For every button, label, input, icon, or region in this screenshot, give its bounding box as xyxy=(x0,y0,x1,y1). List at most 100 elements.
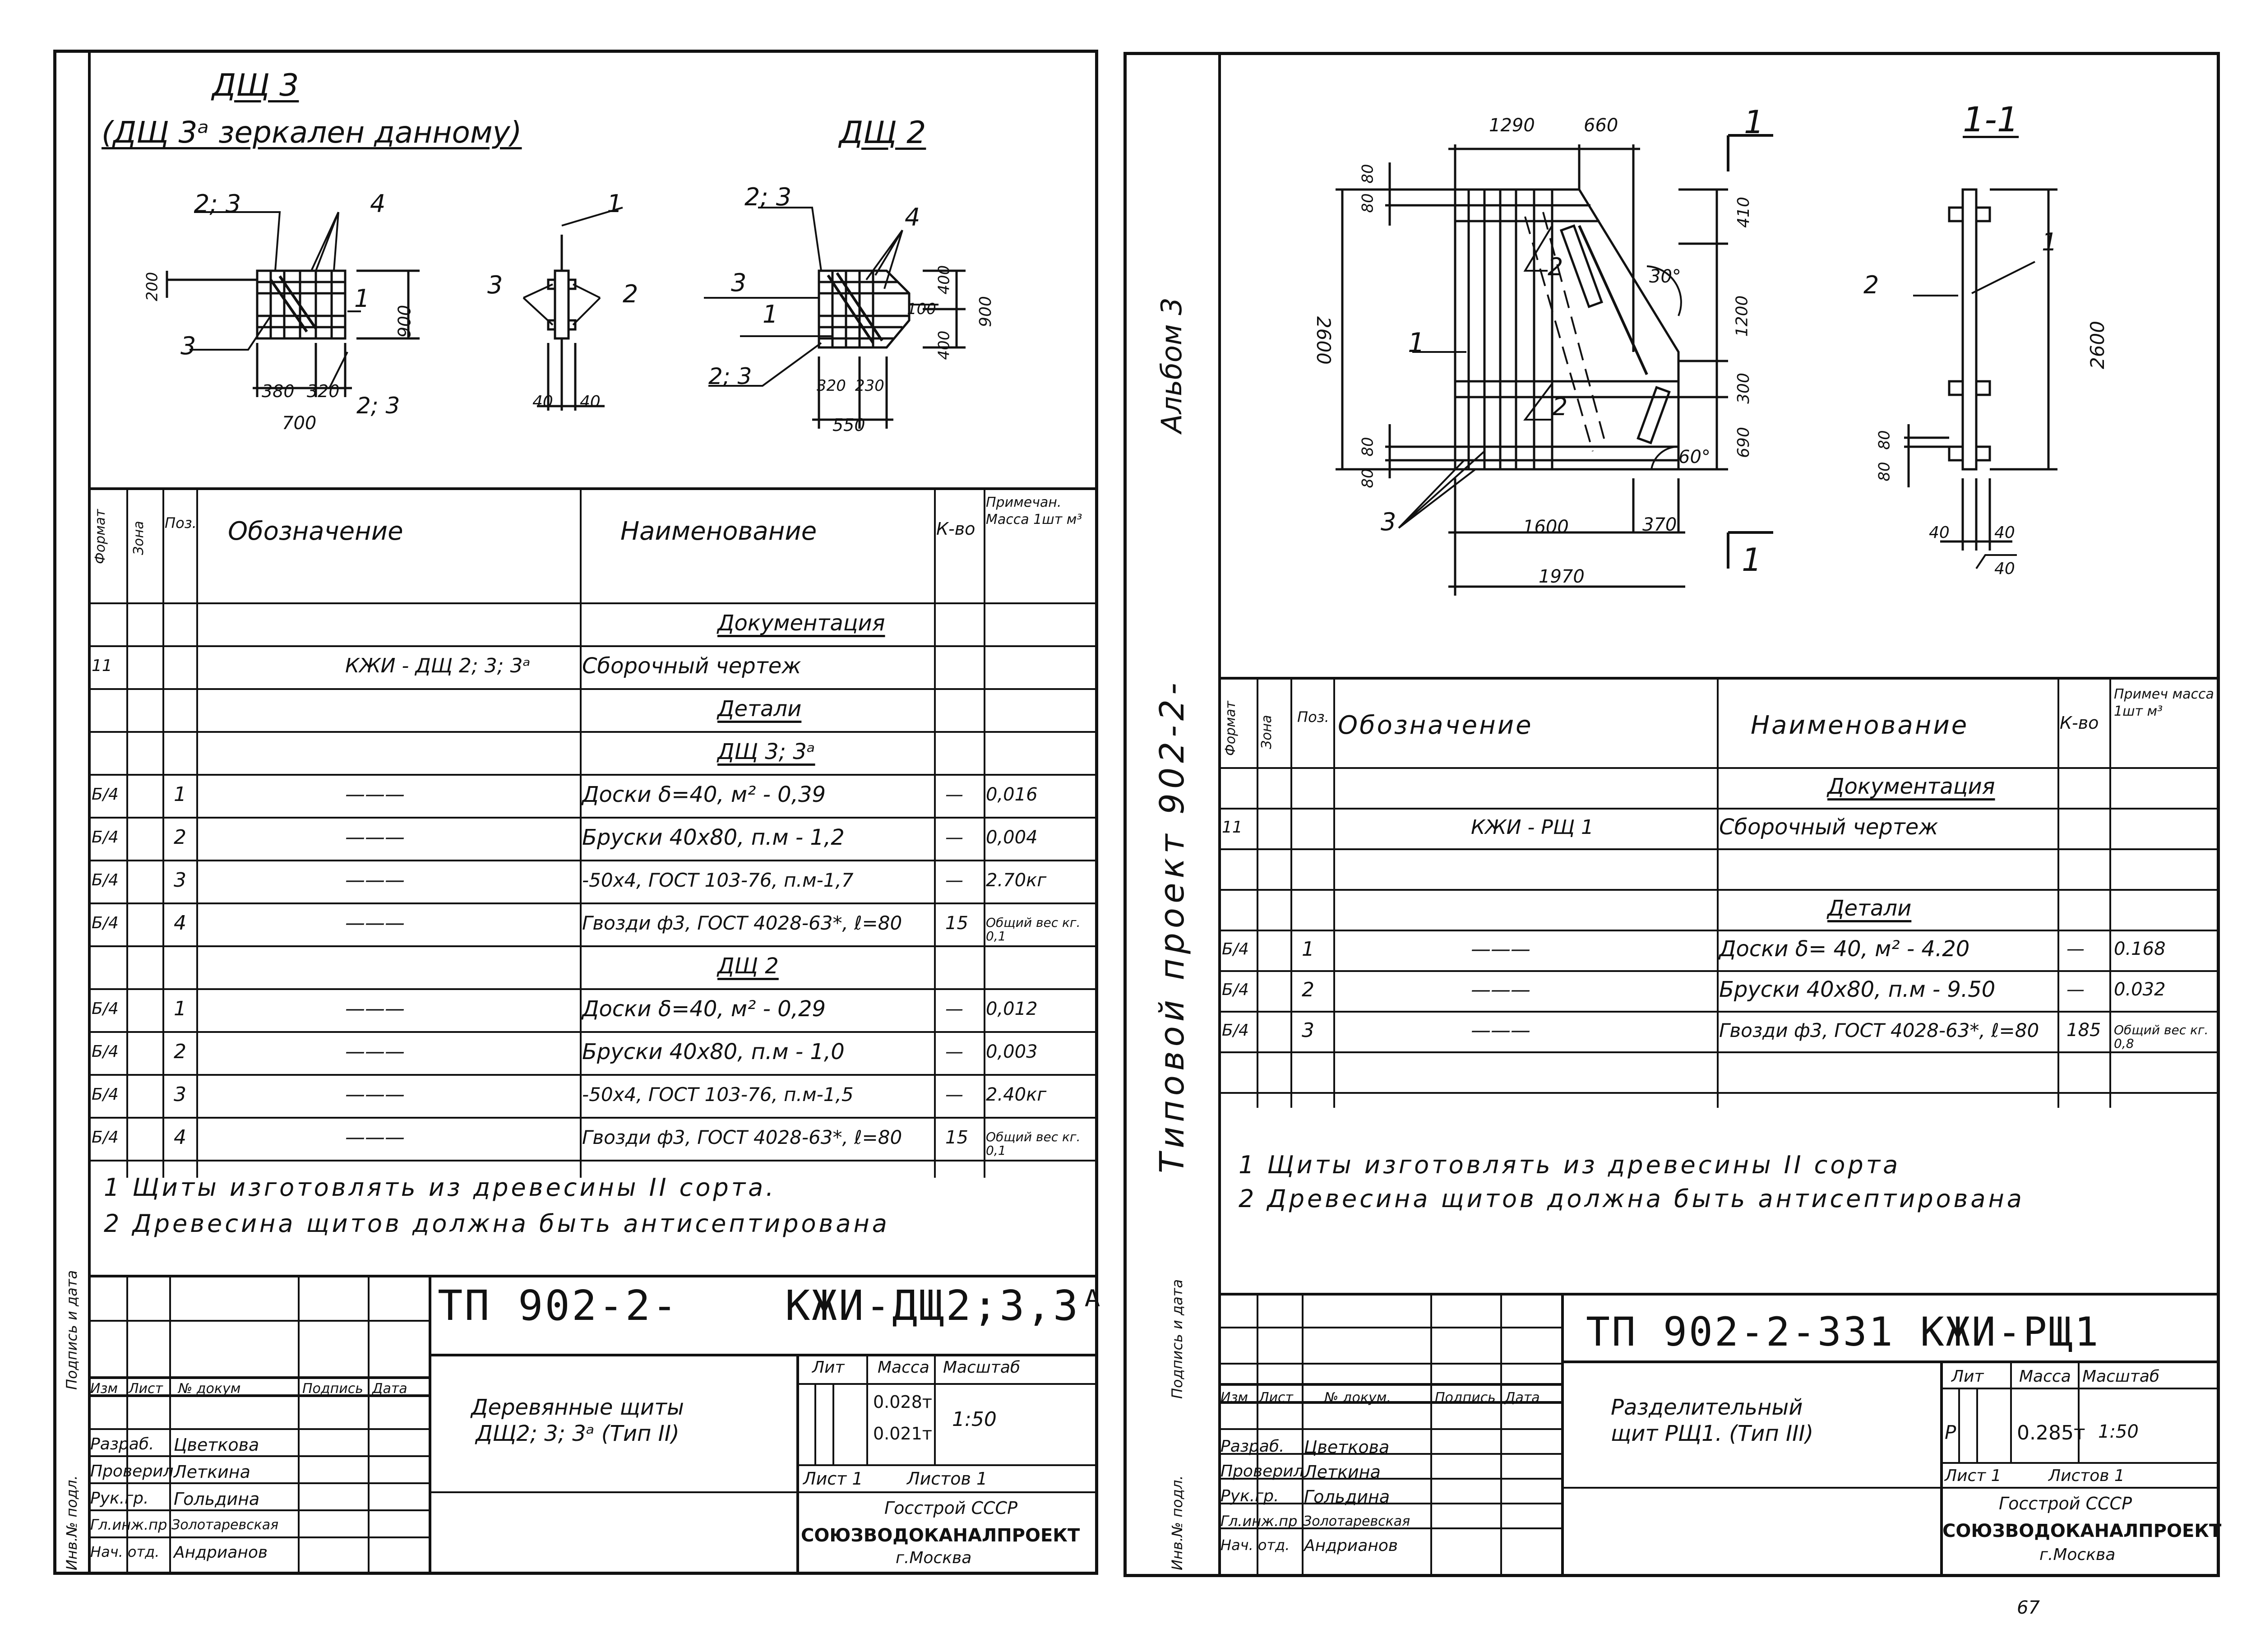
left-hdr-zone: Зона xyxy=(131,521,147,555)
sec-dim-40c: 40 xyxy=(1994,560,2015,578)
table-cell-des: ——— xyxy=(345,912,405,935)
table-cell-des: ——— xyxy=(1471,978,1530,1001)
table-cell-name: Бруски 40х80, п.м - 9.50 xyxy=(1719,977,1996,1002)
left-sheet xyxy=(53,50,1098,1575)
table-cell-f: Б/4 xyxy=(92,914,119,932)
dsh3-dim-380: 380 xyxy=(262,381,295,401)
left-stamp-hdr-izm: Изм xyxy=(90,1381,118,1397)
left-stamp-hdr-doc: № докум xyxy=(178,1381,241,1397)
table-row-line xyxy=(1218,1051,2220,1053)
left-hdr-format: Формат xyxy=(92,509,108,564)
left-stamp-sheets: Листов 1 xyxy=(907,1469,988,1489)
table-cell-name: ДЩ 2 xyxy=(717,953,779,979)
table-cell-f: Б/4 xyxy=(92,1000,119,1018)
dsh2-dim-550: 550 xyxy=(832,415,865,435)
left-stamp-role-1: Проверил xyxy=(90,1462,174,1481)
table-cell-note: Общий вес кг. 0,1 xyxy=(986,915,1081,944)
left-stamp-org3: г.Москва xyxy=(896,1549,972,1567)
table-cell-f: Б/4 xyxy=(92,1128,119,1147)
right-hdr-qty: К-во xyxy=(2060,713,2099,733)
right-note-1: 1 Щиты изготовлять из древесины II сорта xyxy=(1239,1151,1901,1179)
right-stamp-scale: Масштаб xyxy=(2082,1367,2160,1386)
table-cell-pos: 3 xyxy=(1302,1018,1314,1042)
right-sheet xyxy=(1123,52,2220,1577)
rd-angle-30: 30° xyxy=(1649,266,1681,287)
table-cell-pos: 3 xyxy=(174,1083,186,1106)
table-cell-f: Б/4 xyxy=(1222,1021,1249,1040)
rd-dim-80d: 80 xyxy=(1359,468,1377,488)
table-cell-des: ——— xyxy=(345,1040,405,1063)
table-cell-note: 0,004 xyxy=(986,827,1038,848)
sec-dim-2600: 2600 xyxy=(2086,321,2108,369)
left-stamp-mass: Масса xyxy=(878,1358,929,1377)
table-cell-qty: — xyxy=(945,784,963,805)
right-stamp xyxy=(1218,1293,2220,1577)
left-title-dsh2: ДЩ 2 xyxy=(839,115,926,151)
sec-dim-40b: 40 xyxy=(1994,523,2015,542)
table-cell-name: Гвозди ф3, ГОСТ 4028-63*, ℓ=80 xyxy=(582,912,902,935)
dsh2-dim-900: 900 xyxy=(976,296,995,327)
table-cell-f: Б/4 xyxy=(92,871,119,889)
table-cell-note: 0.168 xyxy=(2114,939,2166,959)
table-row-line xyxy=(1218,930,2220,931)
table-cell-name: Гвозди ф3, ГОСТ 4028-63*, ℓ=80 xyxy=(1719,1019,2039,1041)
table-cell-pos: 1 xyxy=(1302,937,1314,961)
table-cell-f: Б/4 xyxy=(1222,939,1249,958)
right-stamp-role-2: Рук.гр. xyxy=(1220,1487,1279,1505)
dsh2-dim-100: 100 xyxy=(907,300,936,318)
right-stamp-name-2: Гольдина xyxy=(1304,1487,1390,1507)
dsh2-dim-400b: 400 xyxy=(935,330,953,360)
left-stamp-side2: Инв.№ подл. xyxy=(63,1475,80,1570)
left-stamp-scale: Масштаб xyxy=(943,1358,1021,1377)
dsh2-label-1: 1 xyxy=(763,300,778,329)
left-note-2: 2 Древесина щитов должна быть антисептир… xyxy=(104,1209,890,1238)
sec-dim-80b: 80 xyxy=(1875,462,1894,481)
table-cell-note: Общий вес кг. 0,8 xyxy=(2114,1022,2209,1051)
table-cell-qty: — xyxy=(945,998,963,1019)
table-cell-f: Б/4 xyxy=(92,785,119,804)
rd-dim-690: 690 xyxy=(1734,427,1753,458)
left-stamp-name-1: Леткина xyxy=(174,1462,250,1482)
table-cell-des: ——— xyxy=(345,997,405,1020)
right-note-2: 2 Древесина щитов должна быть антисептир… xyxy=(1239,1185,2025,1213)
mid-dim-40a: 40 xyxy=(532,393,553,411)
rd-dim-80c: 80 xyxy=(1359,437,1377,457)
right-stamp-hdr-doc: № докум. xyxy=(1324,1390,1391,1406)
table-row-line xyxy=(88,1160,1098,1161)
table-cell-des: ——— xyxy=(345,869,405,892)
table-cell-note: Общий вес кг. 0,1 xyxy=(986,1129,1081,1158)
right-hdr-note: Примеч масса 1шт м³ xyxy=(2114,686,2214,719)
rd-mark-1b: 1 xyxy=(1742,541,1762,578)
table-cell-note: 0,012 xyxy=(986,998,1038,1019)
dsh3-label-4: 4 xyxy=(370,190,386,218)
dsh3-dim-200: 200 xyxy=(143,272,162,301)
rd-dim-1290: 1290 xyxy=(1489,115,1535,136)
rd-angle-60: 60° xyxy=(1678,447,1710,467)
table-row-line xyxy=(88,1074,1098,1076)
mid-label-3: 3 xyxy=(487,271,503,299)
right-hdr-format: Формат xyxy=(1223,701,1239,756)
right-hdr-pos: Поз. xyxy=(1297,708,1329,726)
table-cell-pos: 3 xyxy=(174,869,186,892)
dsh2-dim-320: 320 xyxy=(817,377,846,395)
left-stamp-title: Деревянные щиты ДЩ2; 3; 3ᵃ (Тип II) xyxy=(471,1395,684,1446)
table-cell-name: Сборочный чертеж xyxy=(1719,814,1938,840)
sec-dim-80a: 80 xyxy=(1875,430,1894,450)
left-stamp-sheet: Лист 1 xyxy=(803,1469,863,1489)
table-row-line xyxy=(1218,1011,2220,1013)
table-cell-des: ——— xyxy=(345,1083,405,1106)
right-stamp-name-3: Золотаревская xyxy=(1303,1513,1410,1529)
table-row-line xyxy=(88,774,1098,776)
table-cell-qty: — xyxy=(2066,979,2085,1000)
dsh3-dim-900: 900 xyxy=(394,305,415,338)
rd-dim-300: 300 xyxy=(1734,373,1753,404)
left-stamp-mass2: 0.021т xyxy=(873,1424,932,1444)
right-stamp-hdr-list: Лист xyxy=(1259,1390,1294,1406)
table-cell-name: ДЩ 3; 3ᵃ xyxy=(717,739,815,764)
page-number: 67 xyxy=(2017,1597,2040,1618)
left-hdr-note: Примечан. Масса 1шт м³ xyxy=(986,495,1082,528)
table-cell-des: КЖИ - ДЩ 2; 3; 3ᵃ xyxy=(345,654,531,677)
sec-label-2: 2 xyxy=(1863,271,1879,299)
rd-dim-80a: 80 xyxy=(1359,193,1377,213)
